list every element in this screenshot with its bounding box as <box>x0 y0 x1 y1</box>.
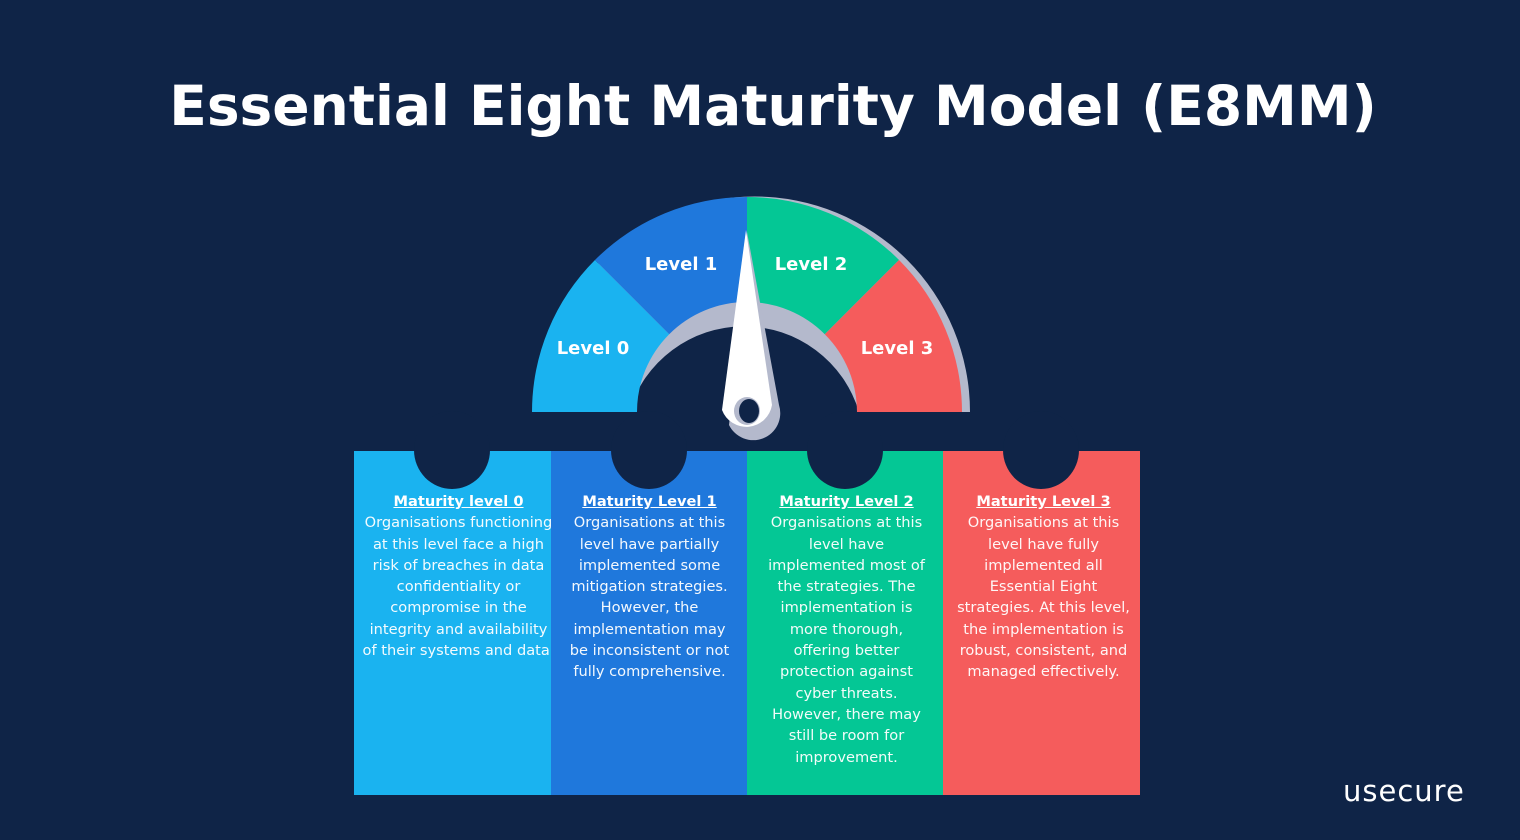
panel-heading: Maturity level 0 <box>393 493 524 510</box>
panel-level-2: Maturity Level 2 Organisations at this l… <box>747 411 944 795</box>
panel-body: Organisations functioning at this level … <box>362 514 555 660</box>
usecure-logo: usecure <box>1343 774 1465 808</box>
gauge-segment-level-0 <box>532 259 670 412</box>
page-title: Essential Eight Maturity Model (E8MM) <box>169 74 1377 138</box>
panel-level-3: Maturity Level 3 Organisations at this l… <box>943 411 1140 795</box>
gauge-label-level-1: Level 1 <box>645 254 718 275</box>
gauge-segment-level-1 <box>594 197 747 335</box>
gauge-label-level-2: Level 2 <box>775 254 848 275</box>
panel-body: Organisations at this level have impleme… <box>768 514 925 766</box>
panel-body: Organisations at this level have partial… <box>569 514 730 681</box>
gauge-segment-level-2 <box>747 196 900 335</box>
panel-notch <box>1003 411 1079 489</box>
gauge-label-level-0: Level 0 <box>557 338 630 359</box>
gauge-needle <box>722 230 772 427</box>
panel-notch <box>611 411 687 489</box>
needle-pivot-hole <box>739 399 759 423</box>
gauge-segment-level-3 <box>824 259 962 412</box>
panel-notch <box>414 411 490 489</box>
panel-heading: Maturity Level 3 <box>976 493 1111 510</box>
panel-level-0: Maturity level 0 Organisations functioni… <box>354 411 554 795</box>
panel-level-1: Maturity Level 1 Organisations at this l… <box>551 411 748 795</box>
panel-notch <box>807 411 883 489</box>
panel-heading: Maturity Level 1 <box>582 493 717 510</box>
gauge-label-level-3: Level 3 <box>861 338 934 359</box>
panel-heading: Maturity Level 2 <box>779 493 914 510</box>
panel-body: Organisations at this level have fully i… <box>957 514 1130 681</box>
